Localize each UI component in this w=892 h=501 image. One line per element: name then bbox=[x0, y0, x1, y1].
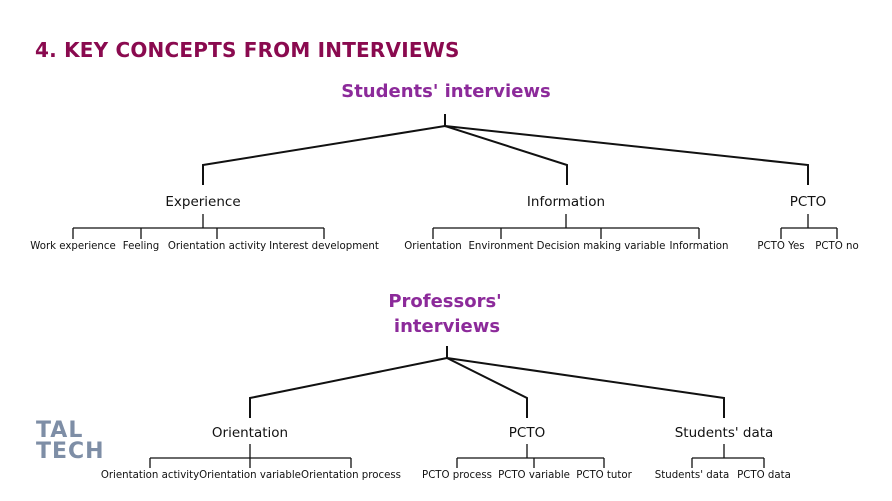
category-pcto: PCTO bbox=[789, 194, 827, 210]
professors-root-label-line2: interviews bbox=[393, 316, 501, 337]
category-information: Information bbox=[526, 194, 606, 210]
leaf-pcto-no: PCTO no bbox=[815, 241, 859, 252]
category-pcto-professors: PCTO bbox=[508, 425, 546, 441]
leaf-pcto-data: PCTO data bbox=[737, 470, 791, 481]
leaf-work-experience: Work experience bbox=[30, 241, 116, 252]
logo-line-1: TAL bbox=[36, 420, 84, 443]
students-root-label: Students' interviews bbox=[341, 81, 551, 102]
professors-branches bbox=[249, 346, 725, 418]
category-experience: Experience bbox=[165, 194, 241, 210]
slide-title: 4. KEY CONCEPTS FROM INTERVIEWS bbox=[35, 38, 460, 62]
leaf-orientation-activity: Orientation activity bbox=[167, 241, 267, 252]
leaf-pcto-variable: PCTO variable bbox=[498, 470, 570, 481]
leaf-interest-development: Interest development bbox=[269, 241, 379, 252]
leaf-feeling: Feeling bbox=[122, 241, 160, 252]
leaf-pcto-yes: PCTO Yes bbox=[757, 241, 805, 252]
leaf-environment: Environment bbox=[468, 241, 534, 252]
category-students-data: Students' data bbox=[674, 425, 774, 441]
professors-leaf-connectors bbox=[149, 444, 765, 468]
leaf-orientation-variable: Orientation variable bbox=[199, 470, 301, 481]
leaf-orientation-activity-prof: Orientation activity bbox=[100, 470, 200, 481]
leaf-pcto-process: PCTO process bbox=[422, 470, 492, 481]
students-leaf-connectors bbox=[72, 214, 838, 239]
leaf-orientation: Orientation bbox=[404, 241, 462, 252]
leaf-pcto-tutor: PCTO tutor bbox=[576, 470, 632, 481]
category-orientation: Orientation bbox=[211, 425, 289, 441]
professors-root-label-line1: Professors' bbox=[388, 291, 502, 312]
logo-line-2: TECH bbox=[36, 439, 102, 464]
students-branches bbox=[202, 114, 809, 185]
leaf-information: Information bbox=[669, 241, 729, 252]
taltech-logo: TAL TECH bbox=[36, 420, 102, 466]
leaf-decision-making-variable: Decision making variable bbox=[536, 241, 666, 252]
leaf-orientation-process: Orientation process bbox=[301, 470, 401, 481]
leaf-students-data: Students' data bbox=[654, 470, 730, 481]
